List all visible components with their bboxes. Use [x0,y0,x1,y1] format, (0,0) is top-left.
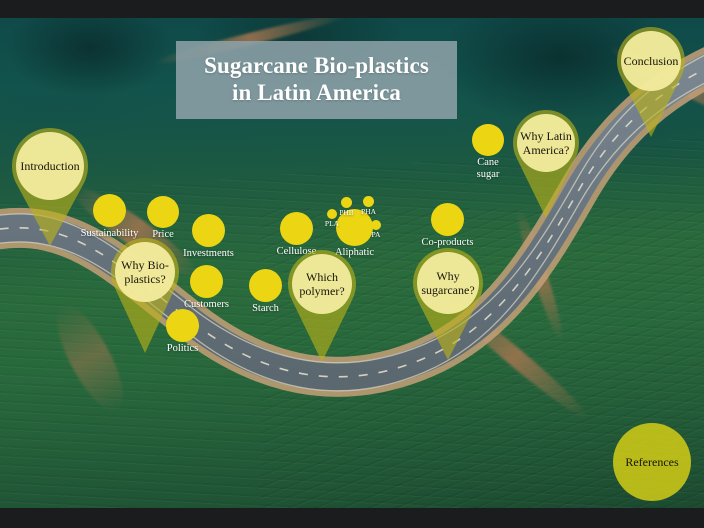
pin-head [517,114,575,172]
node-phb-label: PHB [339,208,354,217]
node-pla-label: PLA [324,219,340,228]
node-customers[interactable]: Customers [184,265,229,310]
pin-shape-introduction [11,128,88,246]
node-customers-label: Customers [184,299,229,310]
node-cellulose-label: Cellulose [276,246,317,257]
node-cellulose[interactable]: Cellulose [277,212,316,257]
letterbox-top [0,0,704,18]
node-cane-sugar-label-line-2: sugar [476,168,500,180]
node-pa-label: PA [371,230,381,239]
node-investments-circle [192,214,225,247]
pin-conclusion[interactable]: Conclusion [615,27,687,137]
pin-shape-which-polymer [288,250,356,362]
node-aliphatic[interactable]: Aliphatic [335,209,374,258]
pin-shape-why-latin-america [513,110,579,218]
node-politics-label: Politics [166,343,199,354]
pin-references[interactable]: References [613,423,691,501]
node-starch[interactable]: Starch [249,269,282,314]
page-title: Sugarcane Bio-plastics in Latin America [196,53,437,106]
pin-head [621,31,681,91]
node-price-label: Price [152,229,174,240]
node-pla[interactable]: PLA [325,209,339,228]
node-politics-circle [166,309,199,342]
pin-head [417,252,479,314]
node-pa-circle [371,220,381,230]
node-co-products[interactable]: Co-products [422,203,473,248]
node-sustainability[interactable]: Sustainability [81,194,138,239]
node-politics[interactable]: Politics [166,309,199,354]
node-aliphatic-circle [336,209,373,246]
node-sustainability-label: Sustainability [80,228,139,239]
node-starch-circle [249,269,282,302]
node-co-products-circle [431,203,464,236]
node-pa[interactable]: PA [371,220,381,239]
node-pla-circle [327,209,337,219]
node-price-circle [147,196,179,228]
title-line-2: in Latin America [232,80,401,105]
pin-shape-why-bioplastics [111,238,179,353]
node-aliphatic-label: Aliphatic [334,247,375,258]
node-co-products-label: Co-products [421,237,474,248]
node-cane-sugar-label-line-1: Cane [477,157,499,168]
presentation-title-card: Sugarcane Bio-plastics in Latin America [176,41,457,119]
pin-introduction[interactable]: Introduction [10,128,90,246]
road-center-line [0,68,704,378]
pin-shape-conclusion [617,27,685,137]
node-investments-label: Investments [183,248,234,259]
pin-shape-why-sugarcane [413,248,483,360]
node-pha-label: PHA [360,207,377,216]
node-sustainability-circle [93,194,126,227]
node-cane-sugar-circle [472,124,504,156]
node-phb[interactable]: PHB [339,197,354,217]
node-starch-label: Starch [252,303,279,314]
node-cellulose-circle [280,212,313,245]
pin-why-bioplastics[interactable]: Why Bio-plastics? [108,238,182,353]
letterbox-bottom [0,508,704,528]
title-line-1: Sugarcane Bio-plastics [204,53,429,79]
node-pha-circle [363,196,374,207]
pin-head [16,132,84,200]
node-pha[interactable]: PHA [361,196,376,216]
pin-head [115,242,175,302]
pin-head [292,254,352,314]
node-investments[interactable]: Investments [183,214,234,259]
node-price[interactable]: Price [147,196,179,240]
node-customers-circle [190,265,223,298]
node-phb-circle [341,197,352,208]
pin-references-label: References [625,454,679,469]
